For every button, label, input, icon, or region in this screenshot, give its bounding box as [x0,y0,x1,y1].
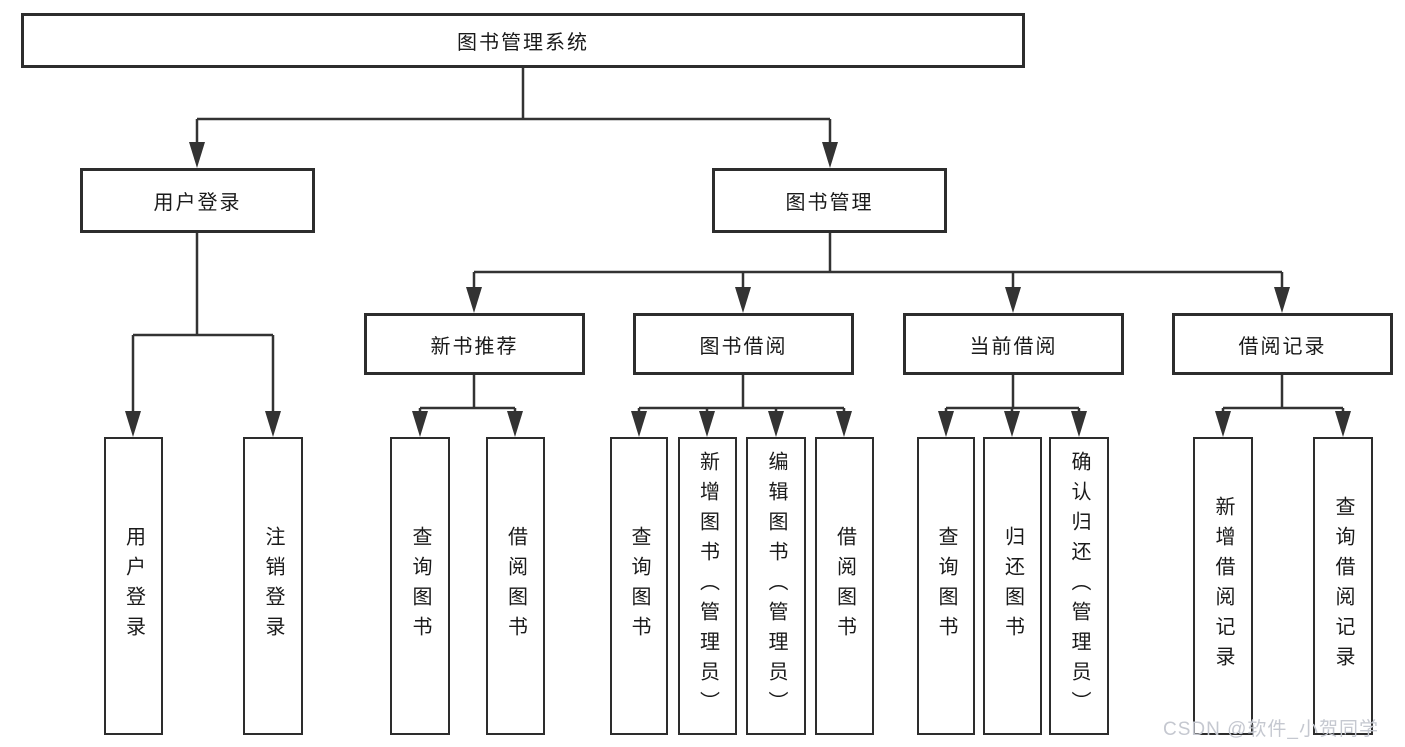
leaf-query-books-borrowing-label: 查询图书 [628,526,650,646]
leaf-query-books-recommend-label: 查询图书 [409,526,431,646]
node-root: 图书管理系统 [21,13,1025,68]
node-current-borrowing: 当前借阅 [903,313,1124,375]
leaf-add-borrow-record-label: 新增借阅记录 [1212,496,1234,676]
node-new-book-recommendation: 新书推荐 [364,313,585,375]
node-borrowing-records: 借阅记录 [1172,313,1393,375]
leaf-logout: 注销登录 [243,437,303,735]
connector-new-book-recommendation [418,375,517,420]
node-user-login-label: 用户登录 [153,192,242,214]
leaf-borrow-books-label: 借阅图书 [833,526,856,646]
node-current-borrowing-label: 当前借阅 [969,335,1058,358]
leaf-query-books-recommend: 查询图书 [390,437,450,735]
leaf-logout-label: 注销登录 [262,526,284,646]
leaf-add-borrow-record: 新增借阅记录 [1193,437,1253,735]
leaf-borrow-books-recommend: 借阅图书 [486,437,545,735]
node-user-login: 用户登录 [80,168,315,233]
connector-book-management [472,233,1284,296]
arrowhead-icons [125,142,1351,437]
leaf-borrow-books: 借阅图书 [815,437,874,735]
node-borrowing-records-label: 借阅记录 [1238,335,1327,358]
connector-root [195,68,832,152]
leaf-edit-books-admin: 编辑图书（管理员） [746,437,806,735]
node-root-label: 图书管理系统 [457,32,589,54]
leaf-query-books-current: 查询图书 [917,437,975,735]
leaf-return-books: 归还图书 [983,437,1042,735]
leaf-query-books-current-label: 查询图书 [935,526,957,646]
leaf-query-borrow-record-label: 查询借阅记录 [1332,496,1354,676]
leaf-edit-books-admin-label: 编辑图书（管理员） [765,451,787,721]
leaf-query-borrow-record: 查询借阅记录 [1313,437,1373,735]
csdn-watermark: CSDN @软件_小贺同学 [1163,719,1379,740]
connector-book-borrowing [637,375,846,420]
leaf-query-books-borrowing: 查询图书 [610,437,668,735]
leaf-return-books-label: 归还图书 [1001,526,1024,646]
leaf-user-login-label: 用户登录 [122,526,145,646]
leaf-confirm-return-admin-label: 确认归还（管理员） [1068,451,1090,721]
node-book-borrowing: 图书借阅 [633,313,854,375]
node-new-book-recommendation-label: 新书推荐 [430,335,519,358]
leaf-borrow-books-recommend-label: 借阅图书 [504,526,527,646]
node-book-borrowing-label: 图书借阅 [699,335,788,358]
leaf-add-books-admin: 新增图书（管理员） [678,437,737,735]
leaf-add-books-admin-label: 新增图书（管理员） [696,451,719,721]
leaf-user-login: 用户登录 [104,437,163,735]
connector-user-login [131,233,275,420]
leaf-confirm-return-admin: 确认归还（管理员） [1049,437,1109,735]
node-book-management: 图书管理 [712,168,947,233]
node-book-management-label: 图书管理 [785,192,874,214]
connector-borrowing-records [1221,375,1345,420]
